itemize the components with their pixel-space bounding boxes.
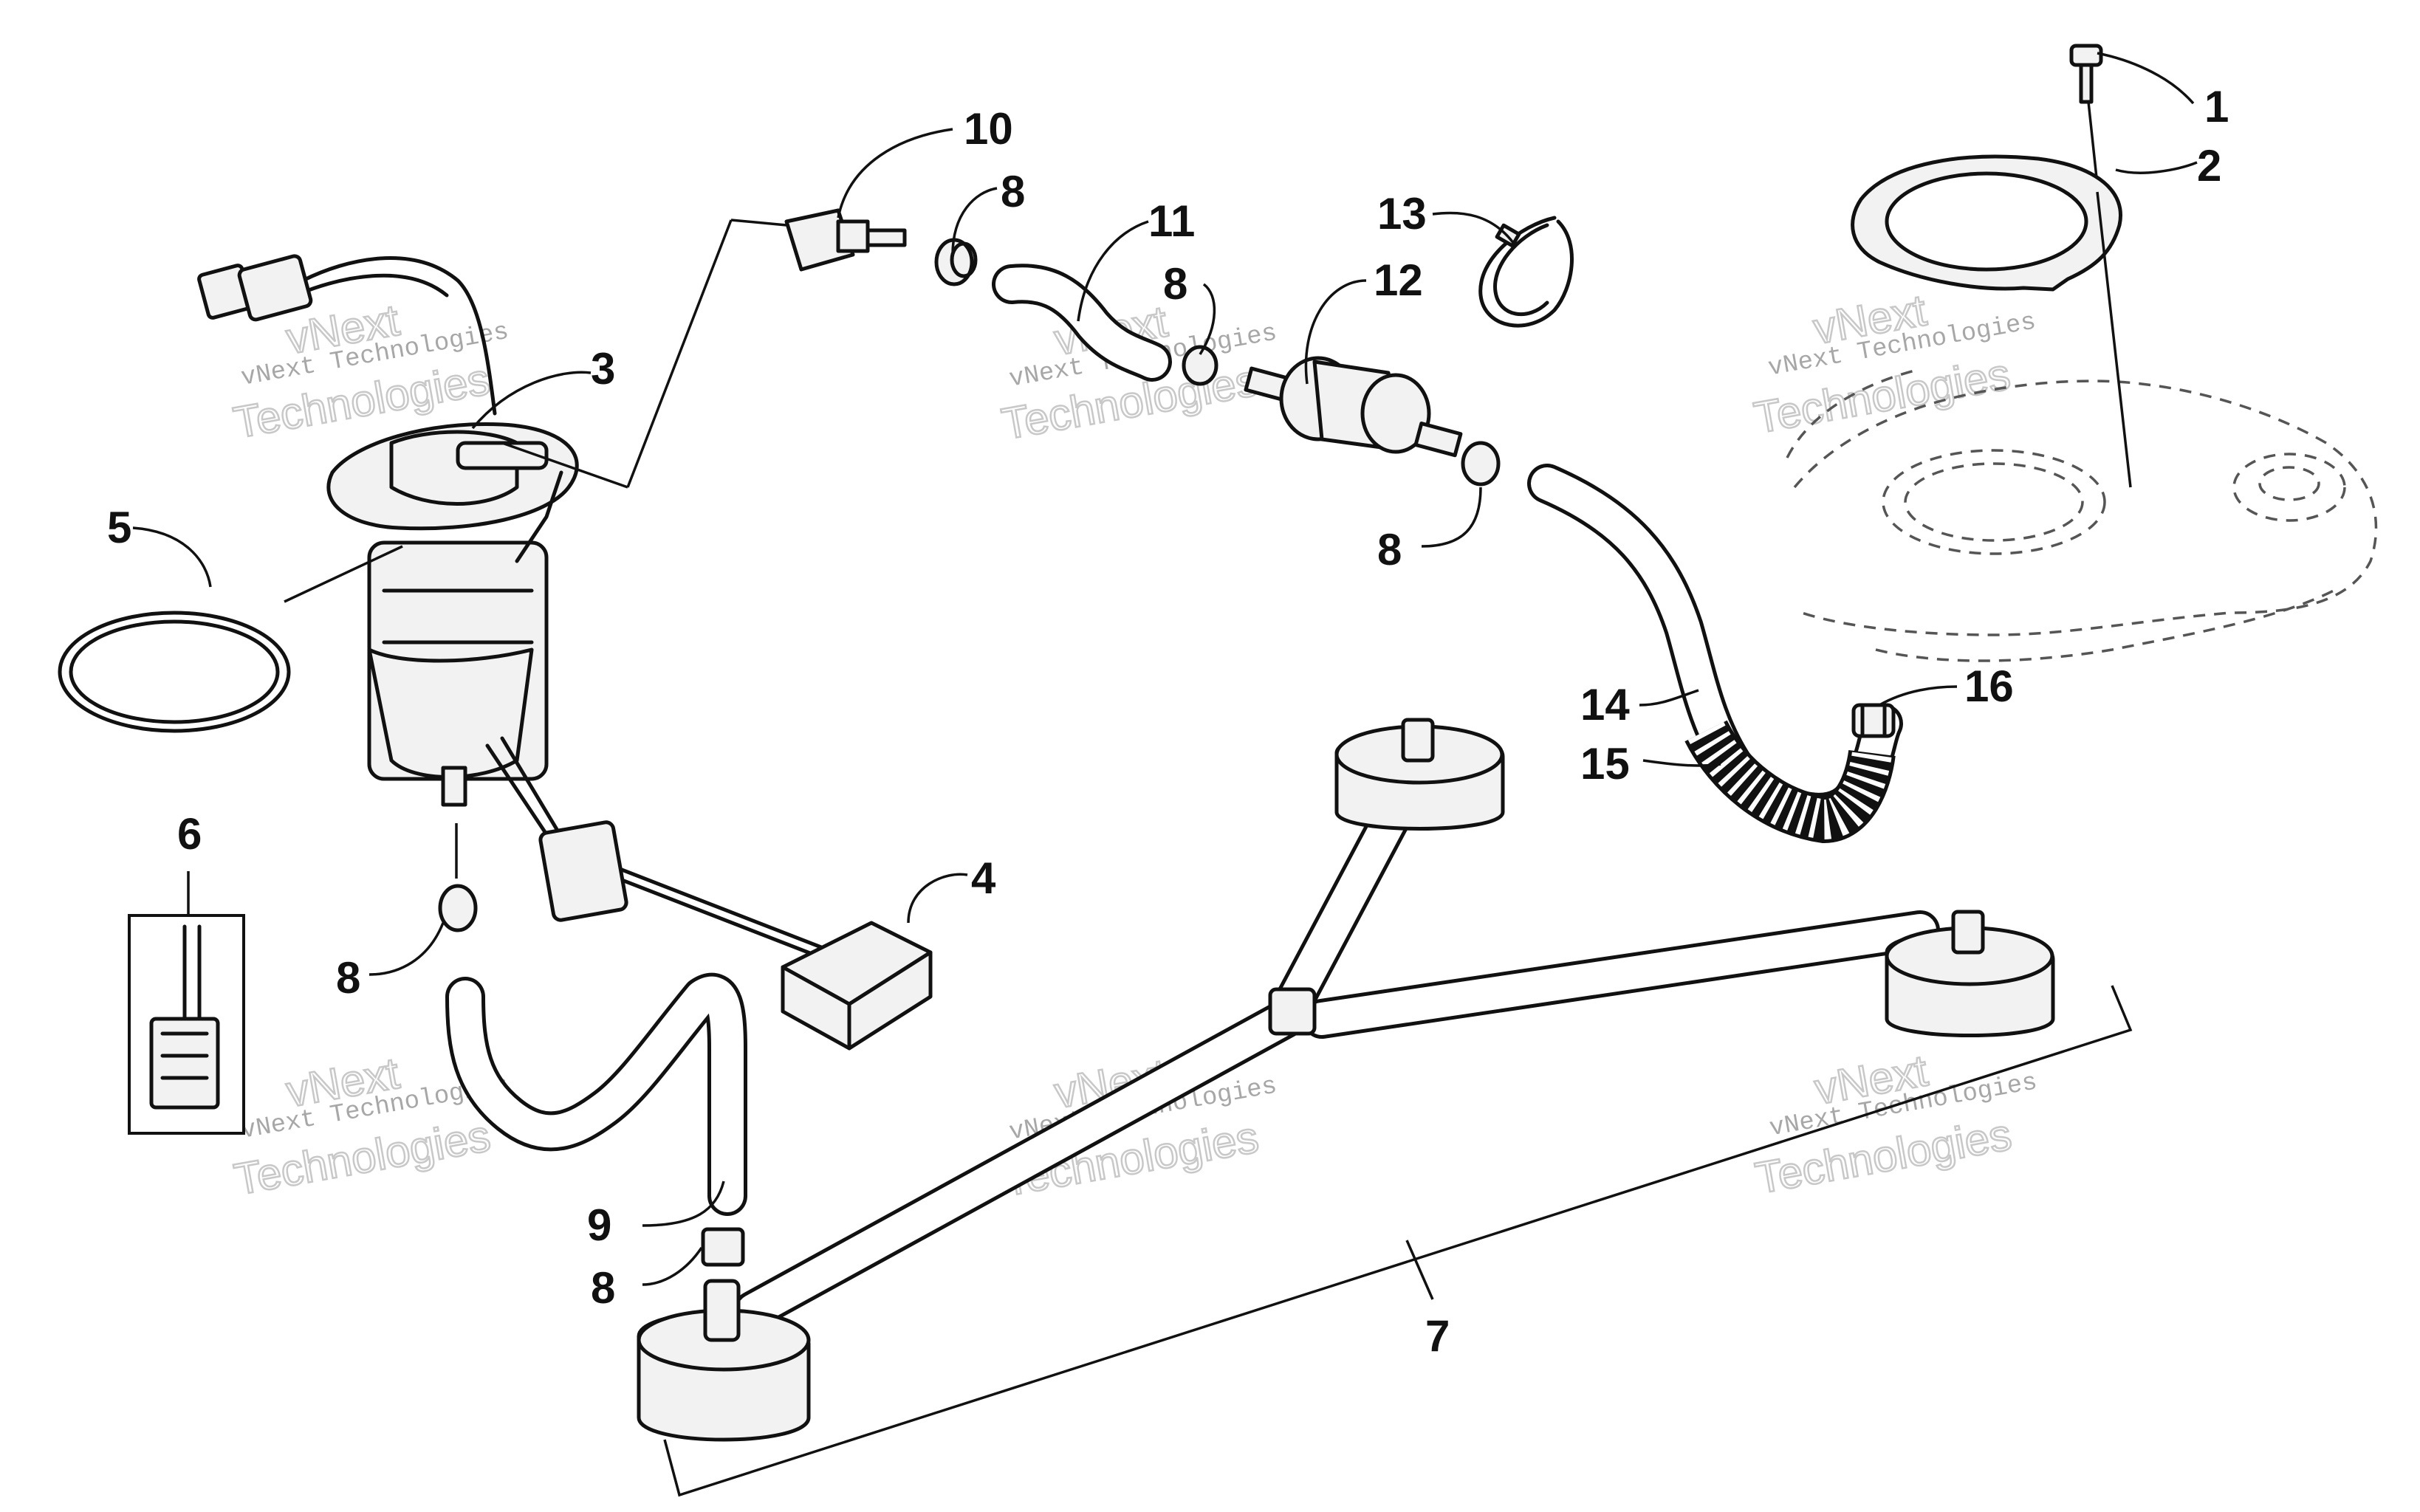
callout-8-b: 8 — [1163, 259, 1187, 309]
part-8-ferrule-e — [701, 1227, 745, 1267]
callout-10: 10 — [964, 104, 1013, 154]
part-8-ferrule-b — [1182, 345, 1218, 386]
part-12-fuel-filter — [1244, 356, 1463, 458]
callout-5: 5 — [107, 503, 131, 552]
callout-2: 2 — [2197, 141, 2221, 190]
callout-3: 3 — [591, 344, 615, 394]
watermark-top-right: vNext vNext Technologies Technologies — [1749, 284, 2038, 444]
callout-14: 14 — [1580, 680, 1630, 729]
part-9-bent-hose — [445, 973, 748, 1216]
watermark-bottom-right: vNext vNext Technologies Technologies — [1751, 1045, 2040, 1204]
callout-13: 13 — [1377, 189, 1427, 238]
callout-8-c: 8 — [1377, 525, 1402, 574]
part-4-float — [781, 921, 933, 1051]
callout-8-e: 8 — [591, 1263, 615, 1313]
fuel-tank-outline — [1786, 368, 2378, 662]
part-13-clamp — [1478, 216, 1574, 328]
callout-6: 6 — [177, 809, 202, 859]
callout-4: 4 — [971, 853, 996, 903]
part-7-fuel-pickup-assembly — [637, 718, 2133, 1497]
callout-16: 16 — [1964, 662, 2014, 711]
callout-11: 11 — [1148, 196, 1195, 246]
callout-12: 12 — [1374, 255, 1423, 305]
part-15-corrugated-sleeve — [1684, 719, 1896, 844]
callout-15: 15 — [1580, 739, 1630, 788]
part-1-screw — [2069, 44, 2103, 185]
part-11-short-hose — [992, 264, 1172, 382]
part-3-fuel-pump-assembly — [197, 219, 837, 962]
part-5-o-ring — [58, 545, 403, 733]
callout-8-d: 8 — [336, 953, 360, 1003]
part-16-cap — [1851, 703, 1896, 738]
callout-7: 7 — [1425, 1311, 1450, 1361]
part-8-ferrule-c — [1461, 441, 1501, 487]
part-8-ferrule-d — [438, 823, 478, 932]
callout-9: 9 — [587, 1200, 611, 1250]
part-8-ferrule-a — [934, 238, 978, 286]
part-10-quick-connector — [730, 208, 907, 272]
part-2-gasket-plate — [1851, 154, 2132, 488]
callout-8-a: 8 — [1001, 167, 1025, 216]
callout-labels: 1 2 3 4 5 6 7 8 8 8 8 8 9 10 11 12 13 14… — [107, 82, 2229, 1361]
callout-1: 1 — [2204, 82, 2229, 131]
part-6-wiring-harness-inset — [128, 871, 245, 1135]
leader-lines — [132, 52, 2198, 1286]
